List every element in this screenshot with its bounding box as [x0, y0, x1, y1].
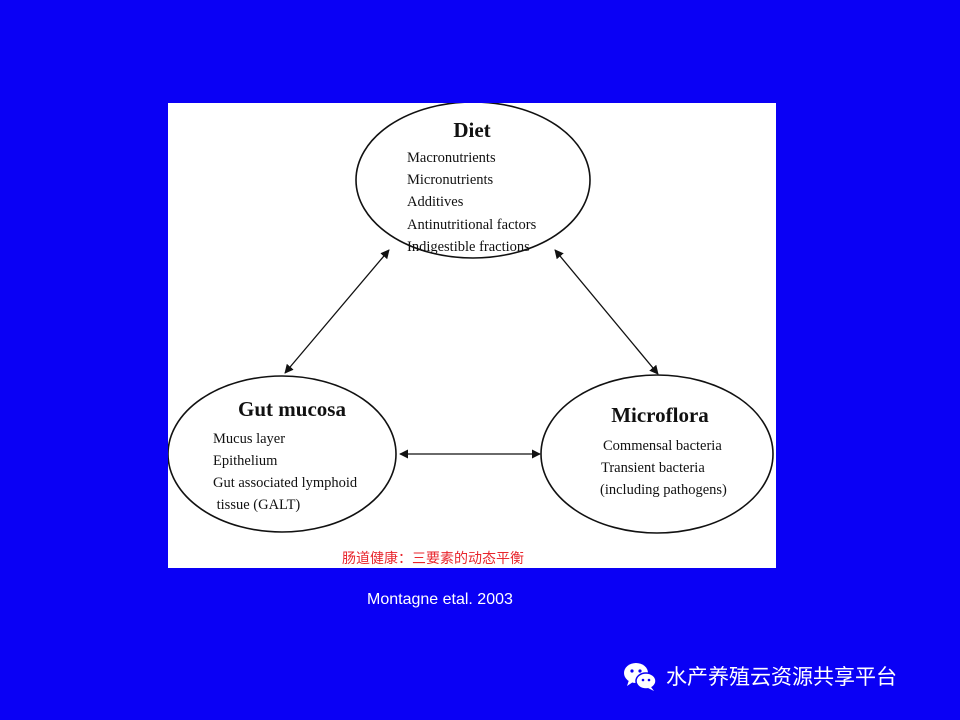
diagram-figure: Diet Macronutrients Micronutrients Addit…: [168, 103, 776, 568]
diagram-caption: 肠道健康：三要素的动态平衡: [342, 550, 524, 567]
microflora-node: [540, 374, 774, 534]
microflora-item: Transient bacteria: [601, 460, 705, 476]
watermark: 水产养殖云资源共享平台: [622, 660, 897, 692]
microflora-title: Microflora: [611, 403, 709, 427]
diet-item: Additives: [407, 194, 464, 210]
diet-item: Antinutritional factors: [407, 217, 537, 233]
microflora-item: Commensal bacteria: [603, 438, 722, 454]
diet-item: Macronutrients: [407, 150, 496, 166]
wechat-icon: [624, 663, 657, 691]
gut-mucosa-title: Gut mucosa: [238, 397, 346, 421]
diet-title: Diet: [453, 118, 490, 142]
gut-mucosa-item: tissue (GALT): [213, 497, 300, 513]
citation: Montagne etal. 2003: [367, 591, 513, 608]
diet-item: Indigestible fractions: [407, 239, 530, 255]
microflora-item: (including pathogens): [600, 482, 727, 498]
arrow-diet-gut-mucosa: [284, 249, 390, 374]
gut-mucosa-node: [168, 375, 397, 533]
diagram-canvas: Diet Macronutrients Micronutrients Addit…: [168, 103, 774, 567]
diet-item: Micronutrients: [407, 172, 494, 188]
arrow-diet-microflora: [554, 249, 659, 375]
gut-mucosa-item: Gut associated lymphoid: [213, 475, 358, 491]
gut-mucosa-item: Epithelium: [213, 453, 278, 469]
watermark-text: 水产养殖云资源共享平台: [666, 665, 897, 689]
diet-node: [355, 103, 591, 259]
gut-mucosa-item: Mucus layer: [213, 431, 285, 447]
